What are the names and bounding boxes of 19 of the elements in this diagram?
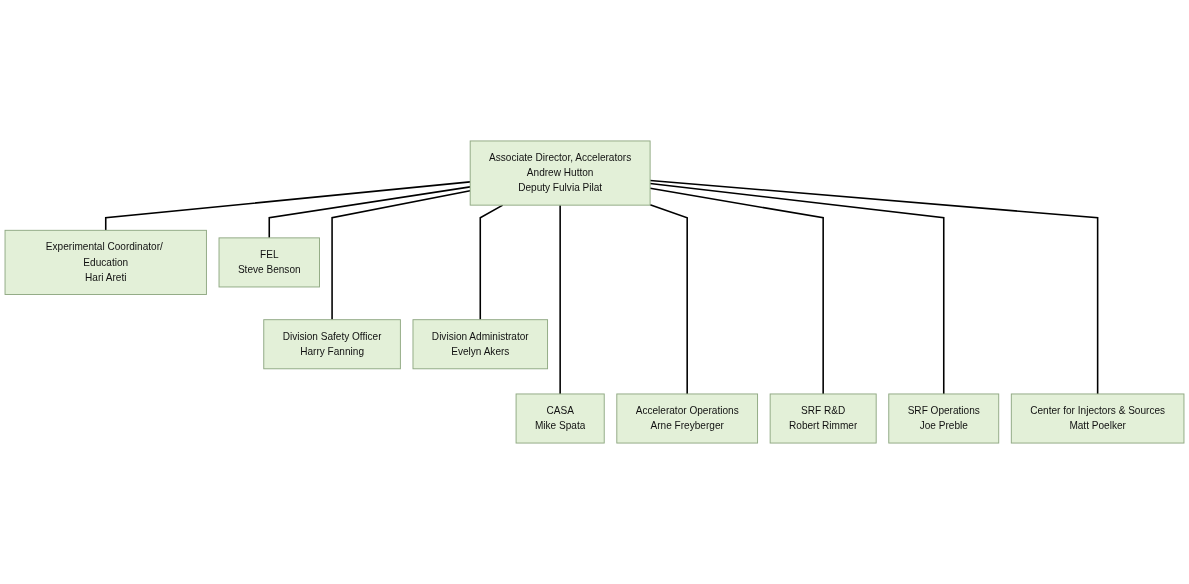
connector: [559, 204, 561, 395]
node-box: FEL Steve Benson: [218, 237, 320, 288]
node-box: SRF R&D Robert Rimmer: [769, 393, 877, 444]
node-box: Division Safety Officer Harry Fanning: [263, 319, 401, 370]
node-box: Division Administrator Evelyn Akers: [412, 319, 549, 370]
connector: [649, 203, 688, 395]
node-box: Accelerator Operations Arne Freyberger: [616, 393, 759, 444]
connector: [649, 179, 1099, 395]
node-box: Experimental Coordinator/ Education Hari Areti: [4, 229, 207, 295]
node-box: Associate Director, Accelerators Andrew Hutton Deputy Fulvia Pilat: [469, 140, 651, 206]
node-box: Center for Injectors & Sources Matt Poelker: [1010, 393, 1185, 444]
connector: [331, 189, 471, 321]
node-box: SRF Operations Joe Preble: [888, 393, 1000, 444]
connector: [268, 186, 471, 239]
connector: [649, 182, 945, 395]
connector: [479, 204, 504, 321]
node-box: CASA Mike Spata: [515, 393, 605, 444]
connector: [649, 187, 824, 395]
connector: [104, 181, 471, 232]
